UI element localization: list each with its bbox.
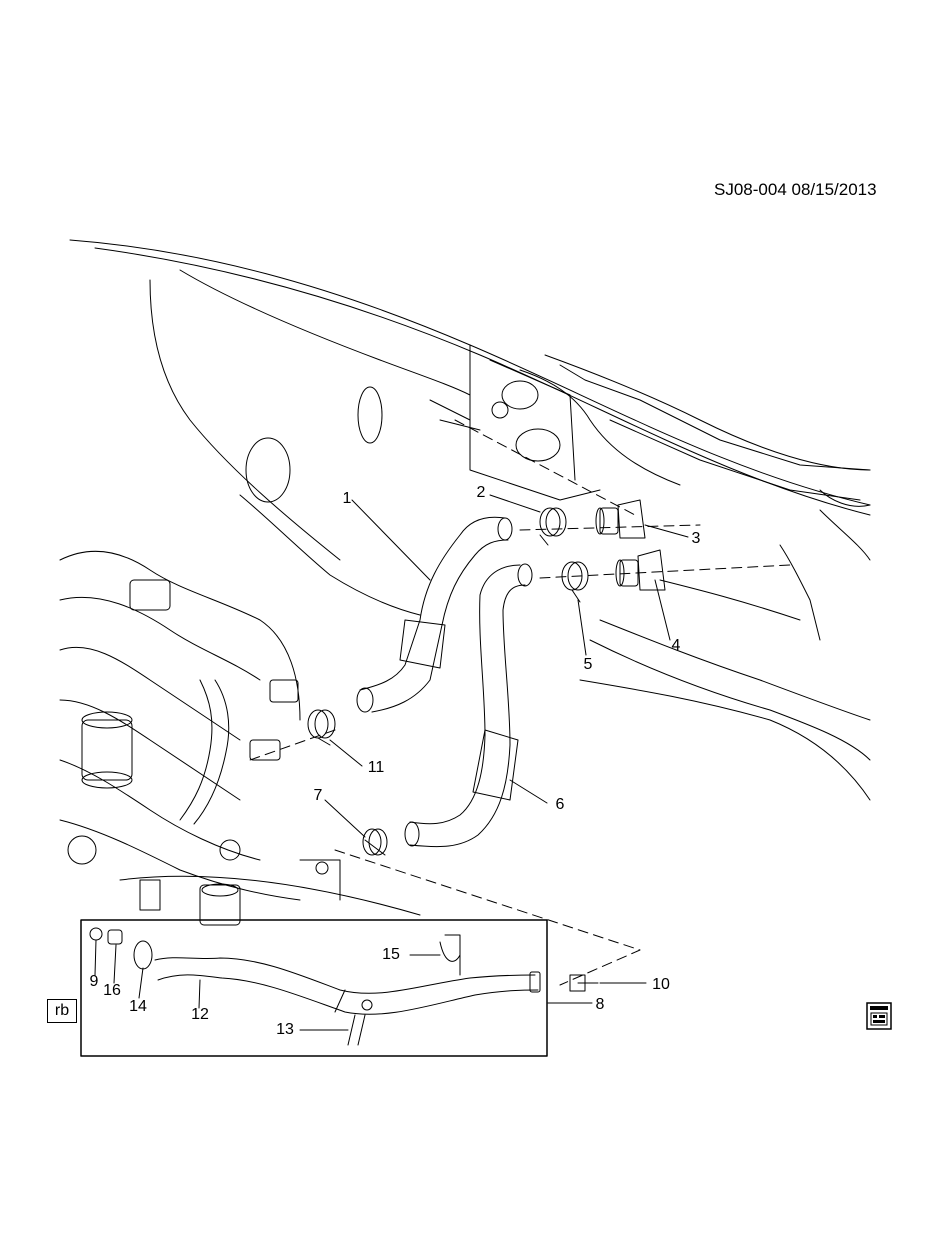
- heater-outlet-hose: [404, 563, 533, 848]
- callout-8: 8: [595, 996, 605, 1013]
- callout-13: 13: [276, 1021, 294, 1038]
- assembly-lines: [249, 419, 791, 986]
- connector-3: [595, 499, 646, 539]
- callout-6: 6: [555, 796, 565, 813]
- catalog-book-icon: [866, 1002, 892, 1030]
- callout-14: 14: [129, 998, 147, 1015]
- callout-10: 10: [652, 976, 670, 993]
- callout-11: 11: [367, 759, 385, 776]
- hose-clamp-5: [561, 561, 589, 603]
- drawing-reference: SJ08-004 08/15/2013: [714, 180, 877, 199]
- callout-7: 7: [313, 787, 323, 804]
- hose-clamp-2: [539, 507, 567, 546]
- heater-inlet-hose: [356, 516, 513, 713]
- rb-badge: rb: [47, 999, 77, 1023]
- engine-assembly: [59, 550, 421, 926]
- callout-3: 3: [691, 530, 701, 547]
- callout-5: 5: [583, 656, 593, 673]
- connector-4: [615, 549, 666, 591]
- leader-lines: [94, 494, 689, 1031]
- hose-clamp-11: [307, 709, 336, 746]
- callout-1: 1: [342, 490, 352, 507]
- hose-clamp-7: [362, 828, 388, 856]
- callout-2: 2: [476, 484, 486, 501]
- callout-12: 12: [191, 1006, 209, 1023]
- detail-box: [80, 919, 599, 1057]
- body-panel: [69, 239, 871, 801]
- callout-16: 16: [103, 982, 121, 999]
- callout-15: 15: [382, 946, 400, 963]
- callout-4: 4: [671, 637, 681, 654]
- callout-9: 9: [89, 973, 99, 990]
